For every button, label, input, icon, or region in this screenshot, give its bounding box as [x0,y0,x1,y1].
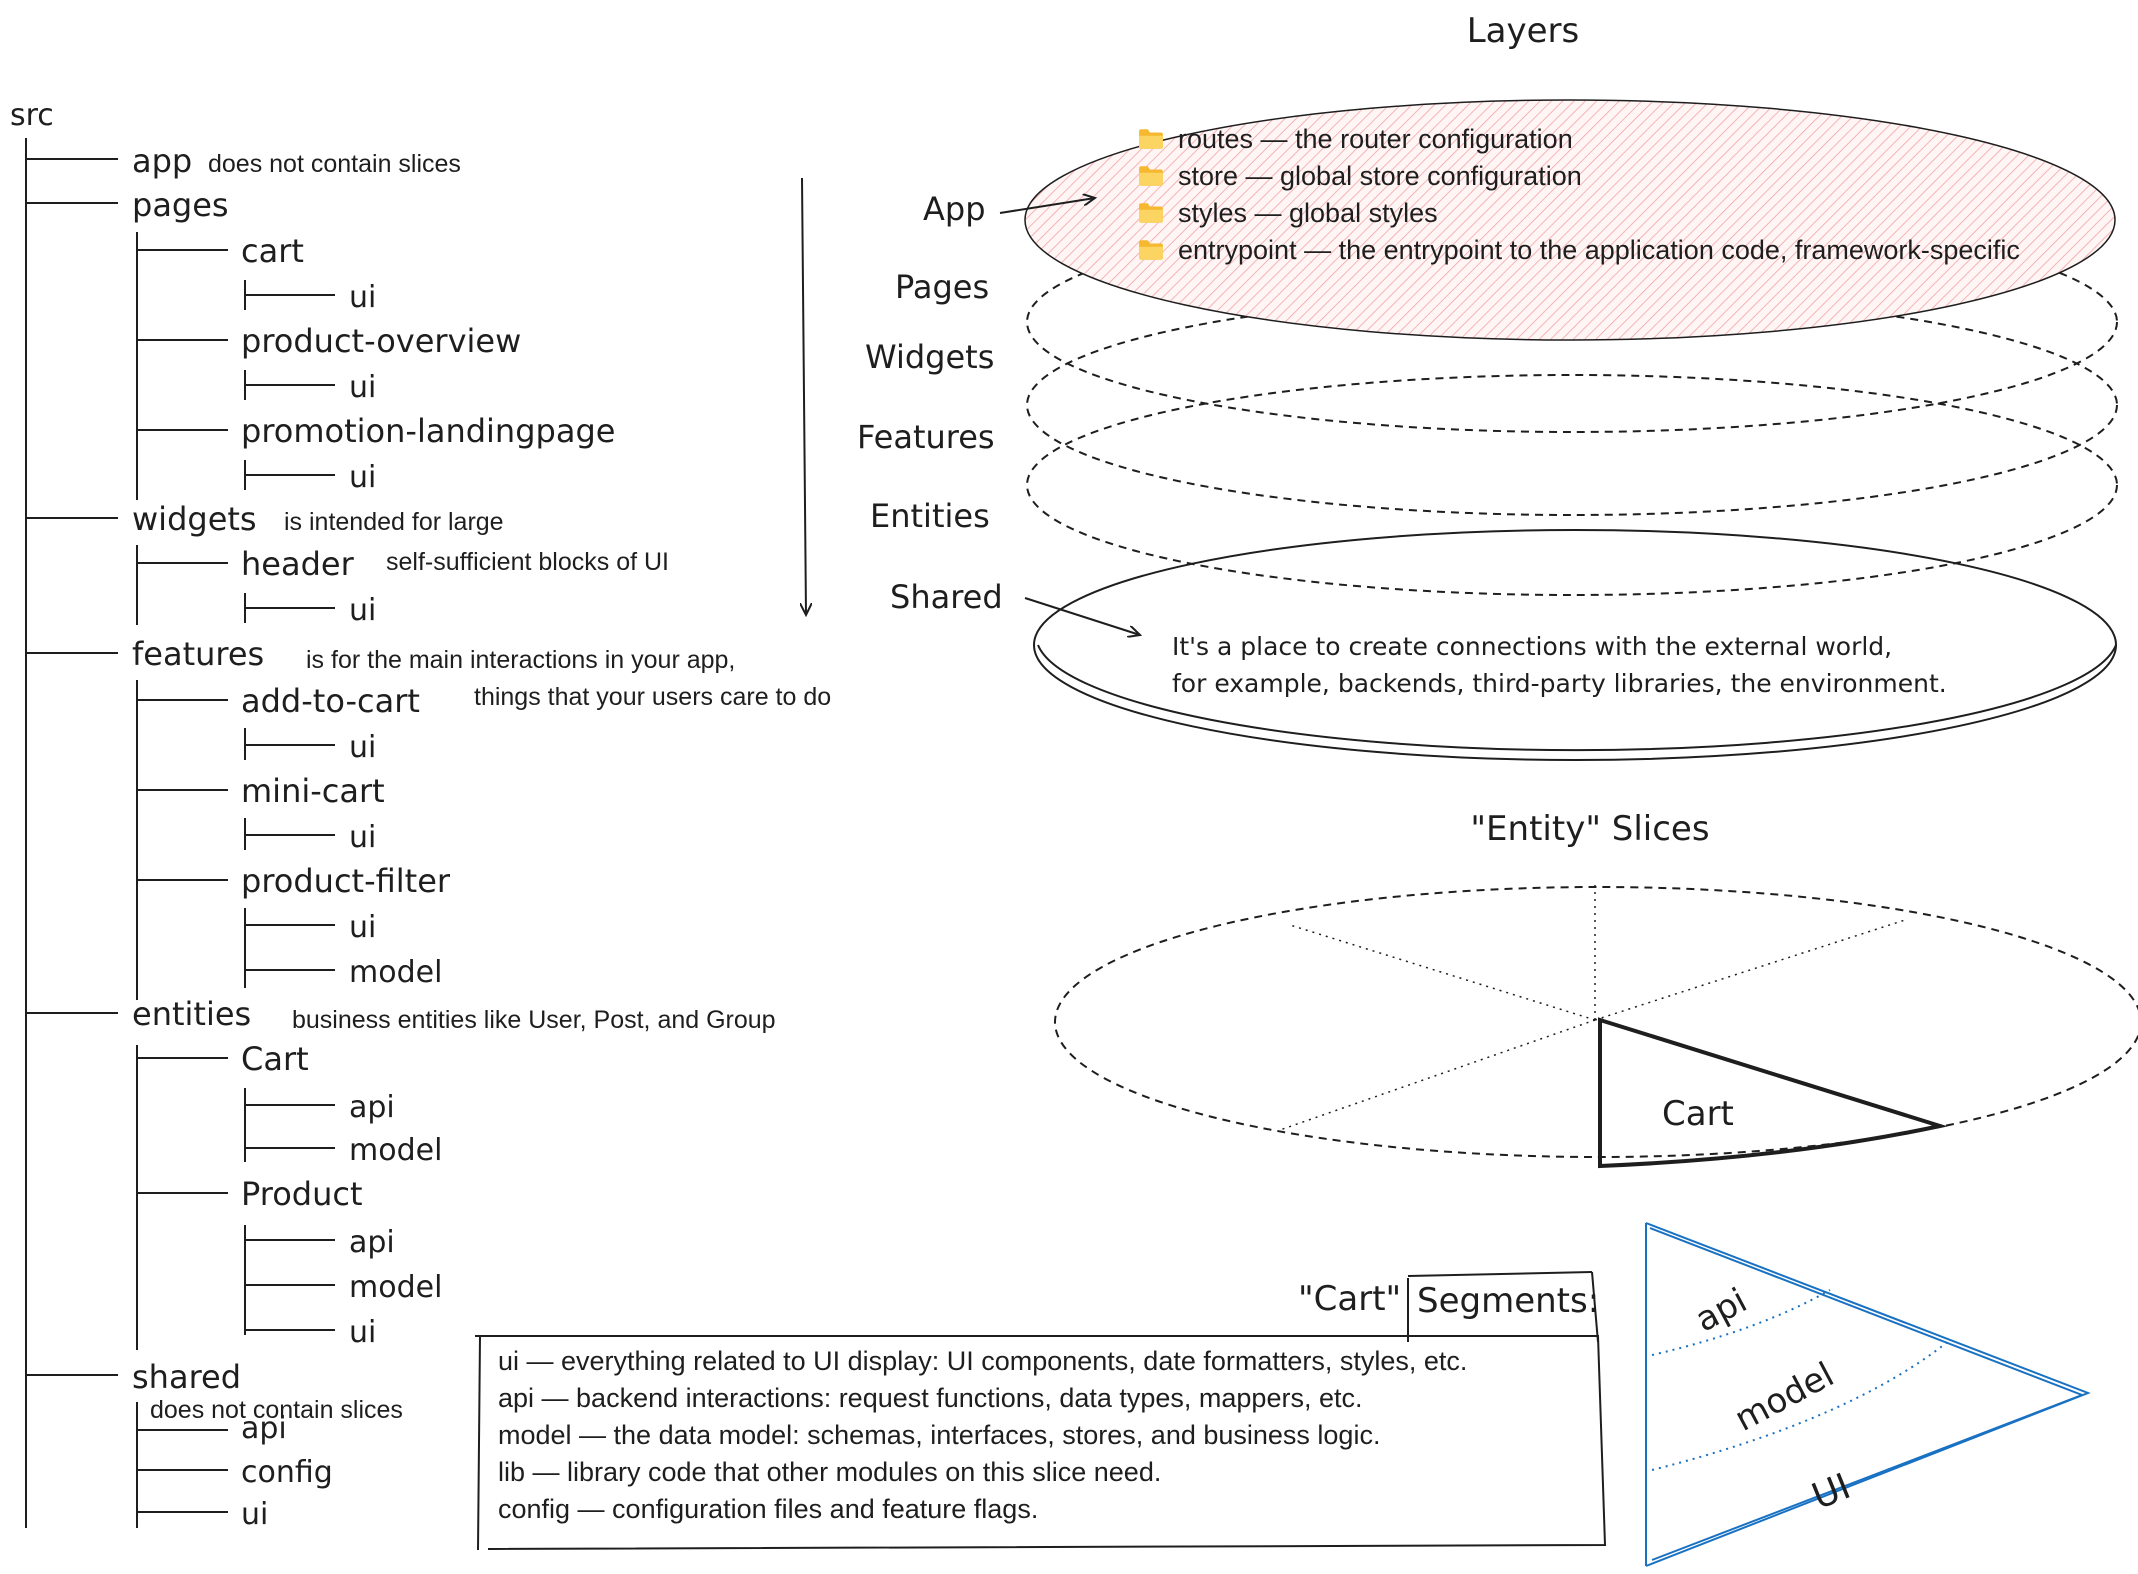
segments-cart-label: "Cart" [1298,1279,1401,1319]
segments-list-border [477,1335,481,1551]
cart-slice-label: Cart [1662,1094,1734,1134]
tree-node-add-to-cart-ui: ui [349,730,376,765]
wedge-outline [1649,1227,2085,1561]
tree-node-shared-ui: ui [241,1497,268,1532]
tree-note-shared: does not contain slices [150,1396,403,1424]
app-item-entrypoint: entrypoint — the entrypoint to the appli… [1178,235,2020,265]
tree-node-entity-cart-model: model [349,1133,442,1168]
folder-tree: src app does not contain slices pages ca… [10,98,831,1532]
layer-label-features: Features [857,418,995,456]
tree-node-entity-cart-api: api [349,1090,395,1125]
folder-icon [1139,129,1163,149]
layer-shared-outline [1037,644,2117,752]
layer-label-entities: Entities [870,497,990,535]
wedge-label-ui: UI [1807,1466,1857,1518]
tree-node-product-filter-model: model [349,955,442,990]
tree-node-widgets: widgets [132,500,257,538]
layer-label-shared: Shared [890,578,1003,616]
segment-line-ui: ui — everything related to UI display: U… [498,1346,1467,1376]
tree-note-app: does not contain slices [208,150,461,178]
segment-wedge: api model UI [1645,1222,2091,1567]
wedge-label-model: model [1728,1355,1840,1440]
layer-features-ellipse [1026,294,2118,516]
app-items: routes — the router configuration store … [1139,124,2020,265]
tree-node-header: header [241,545,355,583]
segments-title-border [1407,1271,1593,1277]
shared-desc-line2: for example, backends, third-party libra… [1172,669,1947,698]
tree-node-add-to-cart: add-to-cart [241,682,420,720]
direction-arrow [802,177,806,615]
tree-note-features: is for the main interactions in your app… [306,646,735,674]
tree-note-entities: business entities like User, Post, and G… [292,1006,776,1034]
tree-node-app: app [132,142,192,180]
segments-list-border [475,1335,1607,1550]
layer-widgets-ellipse [1026,211,2118,433]
shared-arrow [1024,597,1140,635]
tree-node-entity-product-model: model [349,1270,442,1305]
tree-node-promotion-landingpage: promotion-landingpage [241,412,615,450]
layer-entities-ellipse [1026,374,2118,596]
layers-diagram: Layers routes — the router configuration… [857,11,2118,761]
tree-node-product-filter: product-filter [241,862,451,900]
tree-root-src: src [10,98,54,133]
tree-node-pages: pages [132,186,229,224]
entity-slices-title: "Entity" Slices [1470,809,1709,849]
segment-line-model: model — the data model: schemas, interfa… [498,1420,1380,1450]
tree-node-entity-product-ui: ui [349,1315,376,1350]
layer-label-pages: Pages [895,268,989,306]
slice-divider [1279,1019,1596,1131]
tree-node-entity-product-api: api [349,1225,395,1260]
segments-title: Segments: [1417,1281,1599,1321]
entity-slices-ellipse [1054,886,2138,1158]
tree-node-header-ui: ui [349,593,376,628]
segment-line-api: api — backend interactions: request func… [498,1383,1362,1413]
shared-desc-line1: It's a place to create connections with … [1172,632,1892,661]
tree-node-features: features [132,635,264,673]
tree-node-shared: shared [132,1358,241,1396]
tree-node-entity-cart: Cart [241,1040,309,1078]
tree-node-product-filter-ui: ui [349,910,376,945]
wedge-label-api: api [1689,1281,1754,1341]
layers-title: Layers [1467,11,1580,51]
segments-title-border [1591,1271,1599,1343]
tree-node-promotion-landingpage-ui: ui [349,460,376,495]
tree-note-add-to-cart: things that your users care to do [474,683,831,711]
tree-node-product-overview: product-overview [241,322,521,360]
wedge-divider-model [1651,1339,1951,1471]
layer-label-widgets: Widgets [865,338,994,376]
app-arrow [999,198,1095,214]
tree-node-pages-cart: cart [241,232,304,270]
segment-line-config: config — configuration files and feature… [498,1494,1038,1524]
tree-node-entity-product: Product [241,1175,363,1213]
segments-box: "Cart" Segments: ui — everything related… [475,1271,1607,1551]
layer-label-app: App [923,190,986,228]
tree-node-entities: entities [132,995,251,1033]
tree-node-shared-api: api [241,1411,287,1446]
app-item-routes: routes — the router configuration [1178,124,1573,154]
cart-slice [1598,1017,1948,1169]
tree-node-product-overview-ui: ui [349,370,376,405]
tree-node-mini-cart-ui: ui [349,820,376,855]
tree-note-header: self-sufficient blocks of UI [386,548,669,576]
slice-divider [1594,919,1906,1021]
layer-app-ellipse [1024,99,2116,341]
slice-divider [1289,924,1596,1021]
app-item-styles: styles — global styles [1178,198,1438,228]
segment-line-lib: lib — library code that other modules on… [498,1457,1161,1487]
tree-note-widgets: is intended for large [284,508,504,536]
wedge-outline [1645,1222,2091,1567]
entity-slices-diagram: "Entity" Slices Cart [1054,809,2138,1169]
tree-node-mini-cart: mini-cart [241,772,385,810]
tree-node-pages-cart-ui: ui [349,280,376,315]
tree-node-shared-config: config [241,1455,333,1490]
app-item-store: store — global store configuration [1178,161,1582,191]
